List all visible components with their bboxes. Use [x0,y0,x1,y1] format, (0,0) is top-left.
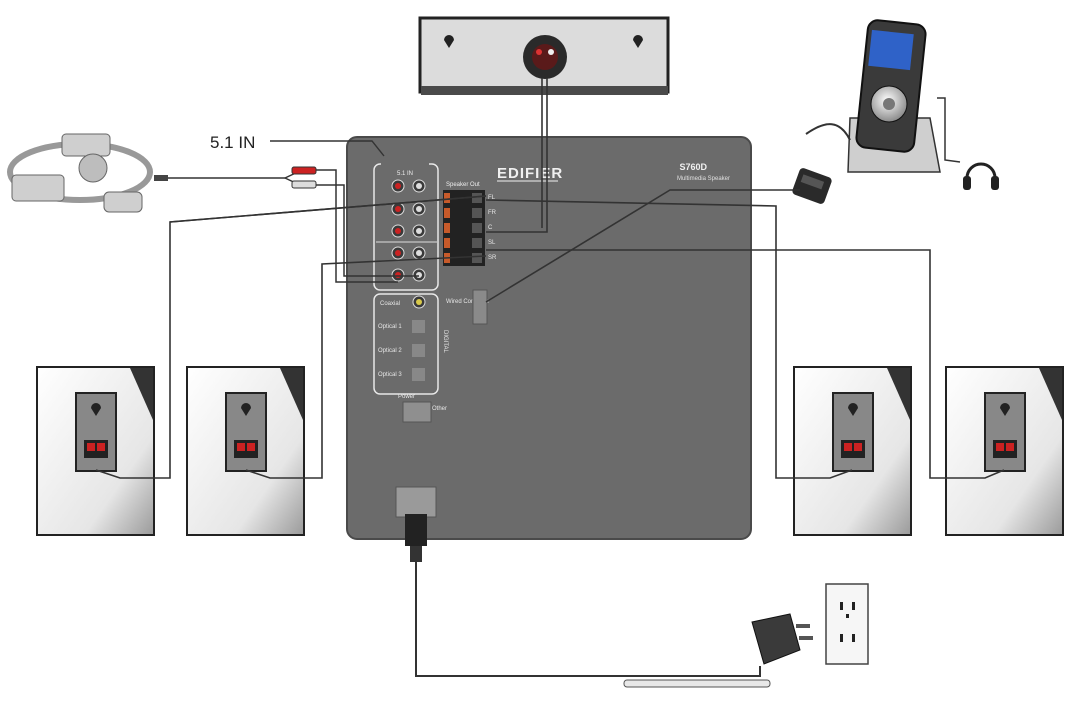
wired-controller-port: Wired Controller [446,289,489,325]
speaker-wires [95,78,1005,479]
power-cord [405,514,771,688]
digital-label: DIGITAL [442,330,448,354]
headphones-icon [963,162,999,190]
disc-icon [78,153,108,183]
dvd-player-icon [11,174,65,202]
ipod-screen [868,29,914,71]
other-label: Other [432,406,447,412]
callout-label: 5.1 IN [210,133,255,152]
svg-text:FR: FR [488,210,497,216]
svg-text:C: C [488,225,493,231]
brand-label: EDIFIER [497,165,563,182]
optical-3-label: Optical 3 [378,372,402,378]
source-device-cluster [7,133,153,213]
power-switch: Power Other [398,394,447,423]
wall-outlet-icon [825,583,869,665]
center-speaker [418,16,670,95]
speaker-surround-left [186,366,305,536]
input-callout: 5.1 IN [210,133,385,157]
controller-connector [485,168,832,303]
speaker-out-label: Speaker Out [446,182,480,188]
media-player-icon [103,191,143,213]
speaker-front-right [945,366,1064,536]
speaker-front-left [36,366,155,536]
optical-1-label: Optical 1 [378,324,402,330]
ac-inlet [395,486,437,518]
digital-input-panel: Coaxial Optical 1 Optical 2 Optical 3 DI… [373,293,448,395]
svg-text:SL: SL [488,240,496,246]
model-label: S760D [679,162,707,172]
optical-2-label: Optical 2 [378,348,402,354]
console-icon [61,133,111,157]
svg-text:FL: FL [488,195,496,201]
speaker-out-terminals: Speaker Out FL FR C SL SR [443,182,497,266]
model-subtitle: Multimedia Speaker [677,176,730,182]
svg-text:SR: SR [488,255,497,261]
rca-cable [154,166,419,283]
speaker-surround-right [793,366,912,536]
coaxial-label: Coaxial [380,301,400,307]
power-label: Power [398,394,415,400]
keyhole-icon [444,35,454,48]
subwoofer-panel: EDIFIER S760D Multimedia Speaker 5.1 IN [346,136,752,540]
plug-icon [751,613,813,665]
ipod-dock [805,19,961,173]
rca-panel-label: 5.1 IN [397,171,413,177]
keyhole-icon [633,35,643,48]
wired-controller-label: Wired Controller [446,299,489,305]
